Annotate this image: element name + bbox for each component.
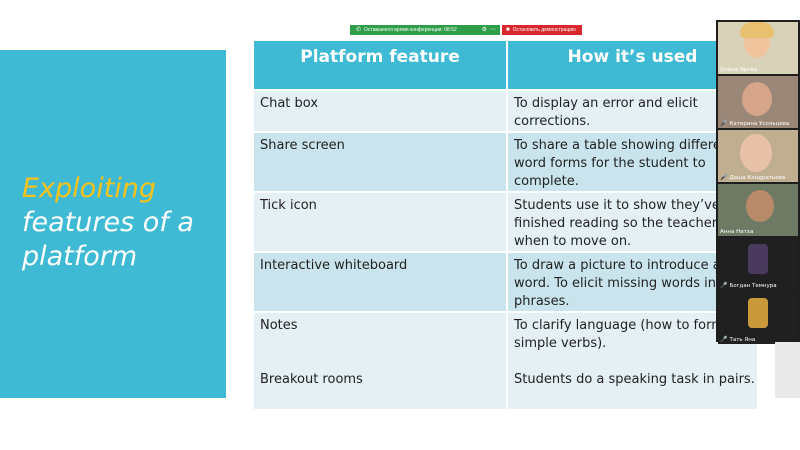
feature-cell: Share screen xyxy=(260,138,345,153)
slide-title-line-2: features of a xyxy=(22,207,194,238)
stop-sharing-label: Остановить демонстрацию xyxy=(512,27,576,33)
settings-icon[interactable]: ⚙ xyxy=(481,27,487,33)
participant-video xyxy=(740,134,772,172)
participant-avatar xyxy=(748,244,768,274)
participant-tile[interactable]: 🎤Богдан Темнура xyxy=(718,238,798,290)
stop-sharing-button[interactable]: ■ Остановить демонстрацию xyxy=(502,25,582,35)
table-row: Tick icon Students use it to show they’v… xyxy=(254,193,757,253)
usage-cell-group: To clarify language (how to form simple … xyxy=(506,313,757,409)
table-row-group: Notes Breakout rooms To clarify language… xyxy=(254,313,757,409)
remaining-time-label: Оставшееся время конференции: 08:52 xyxy=(364,27,457,33)
usage-line: phrases. xyxy=(514,294,570,309)
participant-name: Олена Ярова xyxy=(720,67,758,73)
more-icon[interactable]: ⋯ xyxy=(490,27,496,33)
participant-video xyxy=(746,190,774,222)
participant-tile[interactable]: 🎤Даша Кондратьева xyxy=(718,130,798,182)
participant-name: Анна Натха xyxy=(720,229,754,235)
participant-avatar xyxy=(748,298,768,328)
participant-tile[interactable]: 🎤Катерина Усольцева xyxy=(718,76,798,128)
usage-line: Students do a speaking task in pairs. xyxy=(514,372,755,387)
feature-cell: Tick icon xyxy=(260,198,317,213)
table-row: Share screen To share a table showing di… xyxy=(254,133,757,193)
slide-title: Exploiting features of a platform xyxy=(22,172,222,274)
usage-cell: To share a table showing differen word f… xyxy=(506,133,757,191)
feature-cell: Chat box xyxy=(260,96,319,111)
header-how-used: How it’s used xyxy=(506,41,757,89)
usage-line: complete. xyxy=(514,174,579,189)
table-row: Interactive whiteboard To draw a picture… xyxy=(254,253,757,313)
participant-hair xyxy=(740,22,774,38)
usage-cell: To display an error and elicit correctio… xyxy=(506,91,757,131)
muted-mic-icon: 🎤 xyxy=(720,336,728,343)
table-header-row: Platform feature How it’s used xyxy=(254,41,757,91)
feature-cell-group: Notes Breakout rooms xyxy=(254,313,506,409)
feature-cell: Notes xyxy=(260,318,298,333)
participants-panel: Олена Ярова 🎤Катерина Усольцева 🎤Даша Ко… xyxy=(716,20,800,344)
stop-icon: ■ xyxy=(506,27,510,33)
phone-icon: ✆ xyxy=(356,27,362,33)
header-platform-feature: Platform feature xyxy=(300,47,460,67)
table-row: Chat box To display an error and elicit … xyxy=(254,91,757,133)
feature-cell: Breakout rooms xyxy=(260,372,363,387)
usage-line: To share a table showing differen xyxy=(514,138,730,153)
participant-tile[interactable]: Олена Ярова xyxy=(718,22,798,74)
panel-scroll-strip xyxy=(775,342,800,398)
participant-name: 🎤Тать Яна xyxy=(720,336,756,343)
usage-line: To display an error and elicit xyxy=(514,96,698,111)
muted-mic-icon: 🎤 xyxy=(720,120,728,127)
feature-cell: Interactive whiteboard xyxy=(260,258,408,273)
participant-tile[interactable]: 🎤Тать Яна xyxy=(718,292,798,344)
usage-cell: To draw a picture to introduce a n word.… xyxy=(506,253,757,311)
participant-video xyxy=(742,82,772,116)
usage-line: word. To elicit missing words in us xyxy=(514,276,736,291)
usage-line: corrections. xyxy=(514,114,591,129)
usage-cell: Students use it to show they’ve finished… xyxy=(506,193,757,251)
participant-tile[interactable]: Анна Натха xyxy=(718,184,798,236)
usage-line: when to move on. xyxy=(514,234,632,249)
slide-title-line-3: platform xyxy=(22,241,138,272)
muted-mic-icon: 🎤 xyxy=(720,174,728,181)
usage-line: finished reading so the teacher kn xyxy=(514,216,737,231)
usage-line: simple verbs). xyxy=(514,336,607,351)
usage-line: word forms for the student to xyxy=(514,156,706,171)
slide-title-panel xyxy=(0,50,226,398)
participant-name: 🎤Катерина Усольцева xyxy=(720,120,790,127)
feature-table: Platform feature How it’s used Chat box … xyxy=(254,41,757,409)
usage-line: To draw a picture to introduce a n xyxy=(514,258,734,273)
participant-name: 🎤Богдан Темнура xyxy=(720,282,777,289)
participant-name: 🎤Даша Кондратьева xyxy=(720,174,786,181)
muted-mic-icon: 🎤 xyxy=(720,282,728,289)
slide-title-accent: Exploiting xyxy=(22,173,157,204)
usage-line: To clarify language (how to form xyxy=(514,318,724,333)
usage-line: Students use it to show they’ve xyxy=(514,198,720,213)
meeting-control-bar: ✆ Оставшееся время конференции: 08:52 ⚙ … xyxy=(350,25,582,35)
remaining-time-indicator: ✆ Оставшееся время конференции: 08:52 ⚙ … xyxy=(350,25,500,35)
